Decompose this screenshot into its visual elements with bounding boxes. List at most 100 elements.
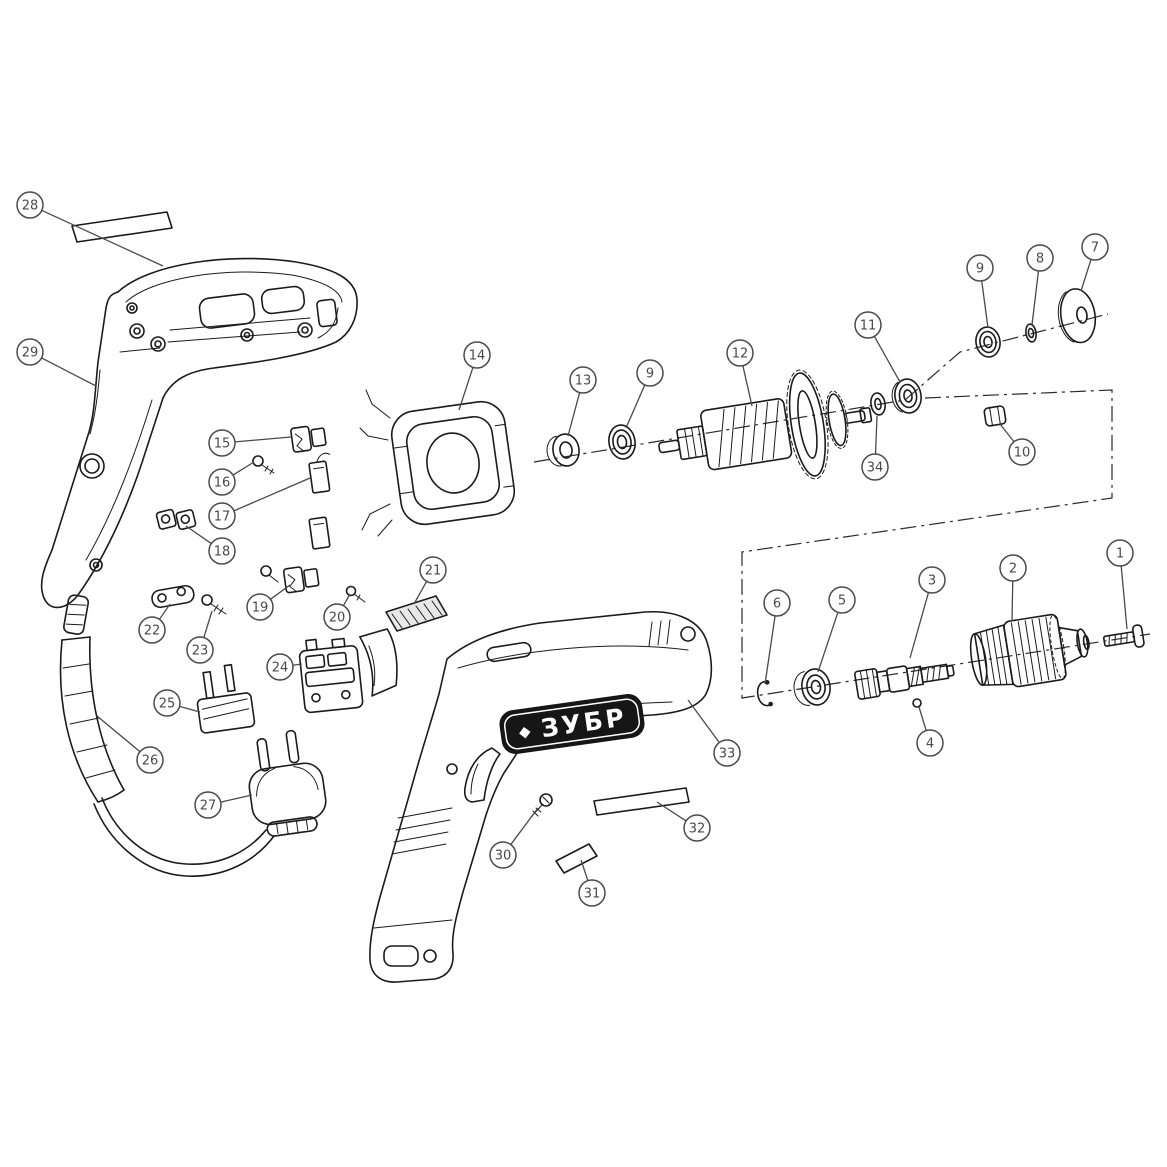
brush-holder-15-drawing bbox=[290, 425, 327, 453]
callout-15-leader bbox=[234, 436, 292, 443]
callout-26-leader bbox=[96, 715, 141, 753]
callout-3-balloon bbox=[918, 566, 946, 594]
callout-4-balloon bbox=[916, 729, 944, 757]
callout-7-balloon bbox=[1081, 233, 1109, 261]
callout-16-balloon bbox=[208, 468, 236, 496]
callout-27-leader bbox=[220, 794, 253, 803]
callout-25-balloon bbox=[153, 689, 181, 717]
callout-23-leader bbox=[203, 610, 213, 638]
housing-left-half-drawing bbox=[40, 257, 358, 609]
callout-27-number: 27 bbox=[200, 799, 217, 814]
power-cable-drawing bbox=[93, 797, 275, 877]
callout-11-leader bbox=[873, 336, 901, 383]
callout-10: 10 bbox=[999, 423, 1036, 466]
assembly-axis-lines bbox=[533, 313, 1151, 699]
callout-22-balloon bbox=[138, 616, 166, 644]
callout-14-number: 14 bbox=[469, 349, 486, 364]
washer-34-drawing bbox=[870, 392, 886, 416]
carbon-brush-17b-drawing bbox=[308, 516, 331, 550]
callout-26-balloon bbox=[136, 746, 164, 774]
washer-8-drawing bbox=[1025, 323, 1037, 343]
callout-4-leader bbox=[918, 706, 927, 731]
callout-13-leader bbox=[567, 392, 581, 437]
callout-10-leader bbox=[999, 423, 1015, 443]
callout-17-leader bbox=[233, 477, 311, 512]
callout-7-leader bbox=[1080, 259, 1092, 292]
callout-19-number: 19 bbox=[252, 601, 269, 616]
callout-30-balloon bbox=[489, 841, 517, 869]
callout-13-balloon bbox=[569, 366, 597, 394]
callout-1: 1 bbox=[1106, 539, 1134, 630]
screw-20-drawing bbox=[345, 585, 366, 603]
callout-11-number: 11 bbox=[860, 319, 877, 334]
callout-6: 6 bbox=[763, 589, 791, 685]
label-32-sticker-drawing bbox=[593, 787, 690, 816]
callout-28-balloon bbox=[16, 191, 44, 219]
callout-11: 11 bbox=[854, 311, 901, 383]
nameplate-21-drawing bbox=[385, 595, 448, 632]
callout-13-number: 13 bbox=[575, 374, 592, 389]
callout-31: 31 bbox=[578, 859, 606, 907]
callout-28-number: 28 bbox=[22, 199, 39, 214]
callout-20-number: 20 bbox=[329, 611, 346, 626]
callout-15-balloon bbox=[208, 429, 236, 457]
bearing-5-drawing bbox=[793, 668, 831, 706]
callout-21: 21 bbox=[413, 556, 447, 605]
callout-23-balloon bbox=[186, 636, 214, 664]
callout-22-number: 22 bbox=[144, 624, 161, 639]
callout-2-number: 2 bbox=[1009, 562, 1017, 577]
screw-23-drawing bbox=[201, 594, 227, 615]
callout-18: 18 bbox=[185, 525, 236, 565]
callout-3-number: 3 bbox=[928, 574, 936, 589]
callout-32: 32 bbox=[656, 801, 711, 842]
callout-5-leader bbox=[817, 612, 839, 673]
callout-31-leader bbox=[580, 859, 589, 881]
callout-32-number: 32 bbox=[689, 822, 706, 837]
callout-14-balloon bbox=[463, 341, 491, 369]
callout-16-number: 16 bbox=[214, 476, 231, 491]
callout-17-balloon bbox=[208, 502, 236, 530]
label-28-sticker-drawing bbox=[71, 211, 173, 243]
callout-7-number: 7 bbox=[1091, 241, 1099, 256]
callout-10-number: 10 bbox=[1014, 446, 1031, 461]
callout-33-balloon bbox=[713, 739, 741, 767]
callout-12-number: 12 bbox=[732, 347, 749, 362]
callout-24-number: 24 bbox=[272, 661, 289, 676]
callout-9b-number: 9 bbox=[646, 367, 654, 382]
callout-29-number: 29 bbox=[22, 346, 39, 361]
cord-protector-26-drawing bbox=[59, 594, 125, 803]
callout-12: 12 bbox=[726, 339, 754, 407]
callout-25-leader bbox=[179, 705, 201, 713]
brand-plate: ◆ ЗУБР bbox=[499, 694, 645, 754]
callout-15: 15 bbox=[208, 429, 292, 457]
callout-34-number: 34 bbox=[867, 461, 884, 476]
screw-19-adjacent-drawing bbox=[260, 565, 279, 583]
callout-18-leader bbox=[185, 525, 212, 545]
callout-31-number: 31 bbox=[584, 887, 601, 902]
switch-24-drawing bbox=[298, 628, 398, 714]
callout-13: 13 bbox=[567, 366, 597, 437]
callout-28: 28 bbox=[16, 191, 164, 267]
callout-8-leader bbox=[1031, 270, 1040, 326]
callout-5: 5 bbox=[817, 586, 856, 673]
callout-6-leader bbox=[764, 615, 776, 685]
callout-24-leader bbox=[292, 663, 303, 666]
callout-34-balloon bbox=[861, 453, 889, 481]
callout-27-balloon bbox=[194, 791, 222, 819]
callout-7: 7 bbox=[1080, 233, 1109, 292]
callout-1-balloon bbox=[1106, 539, 1134, 567]
callout-2-leader bbox=[1011, 580, 1014, 622]
callout-9a-leader bbox=[981, 280, 989, 329]
callout-8-number: 8 bbox=[1036, 252, 1044, 267]
callout-10-balloon bbox=[1008, 438, 1036, 466]
bearing-11-drawing bbox=[891, 378, 922, 414]
armature-drawing bbox=[658, 369, 873, 480]
callout-5-number: 5 bbox=[838, 594, 846, 609]
callout-25-number: 25 bbox=[159, 697, 176, 712]
stator-lead-wires-drawing bbox=[359, 389, 393, 537]
callout-9b-balloon bbox=[636, 359, 664, 387]
callout-28-leader bbox=[41, 209, 164, 267]
callout-9a-number: 9 bbox=[976, 262, 984, 277]
